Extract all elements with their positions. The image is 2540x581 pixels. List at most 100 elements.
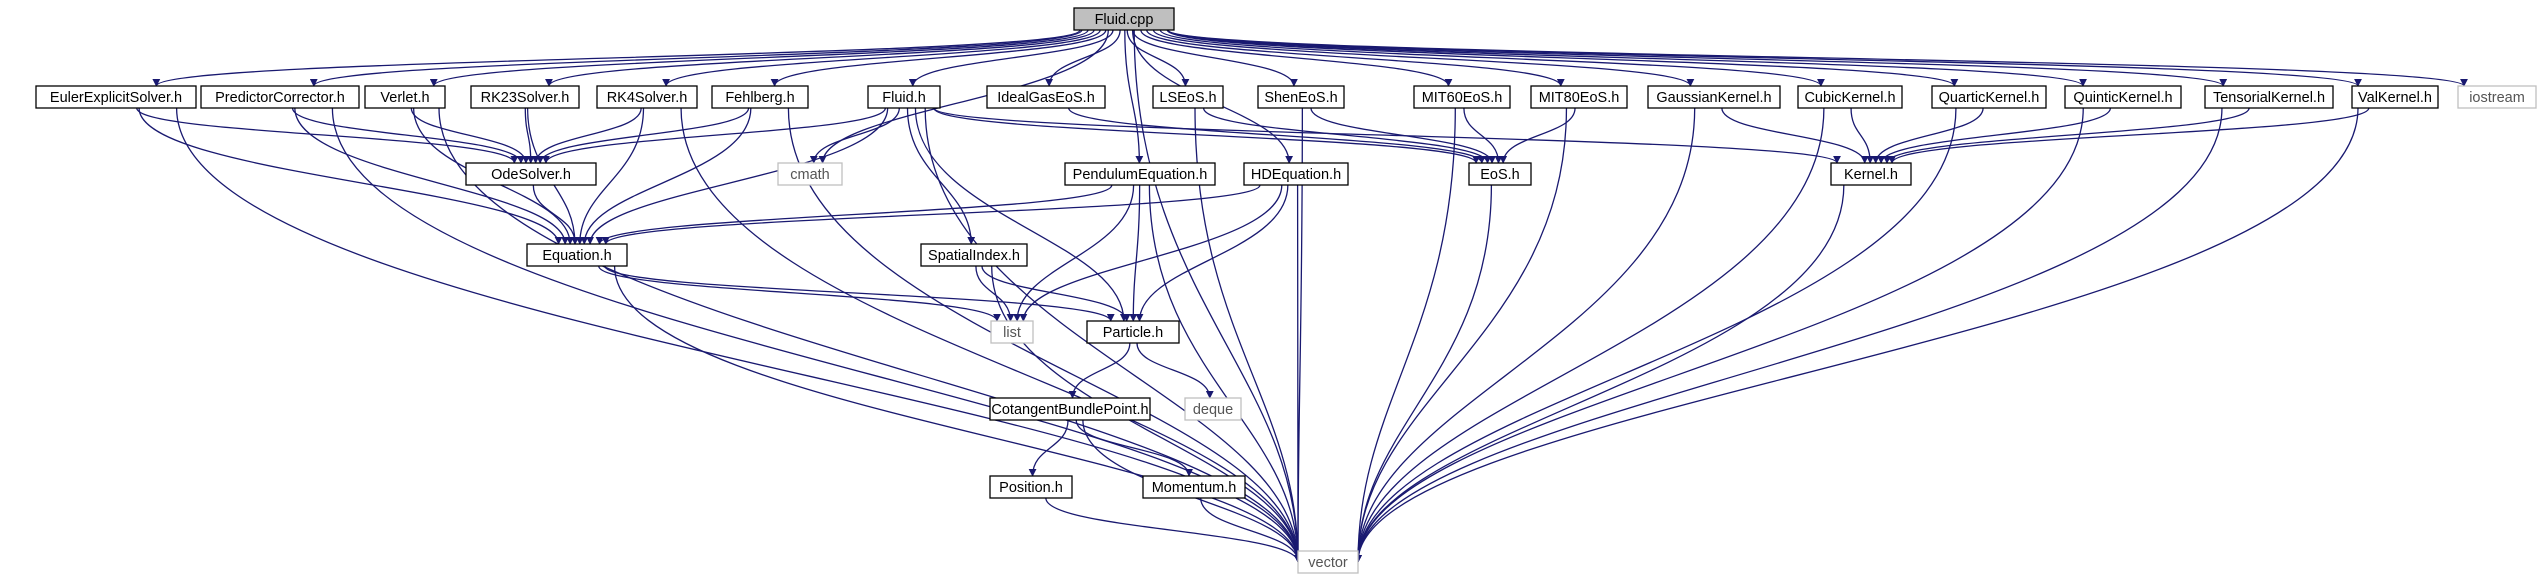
node-box-rk4solver-h <box>596 85 698 109</box>
node-gaussiankernel-h[interactable]: GaussianKernel.h <box>1647 85 1781 109</box>
node-label-position-h: Position.h <box>999 480 1063 496</box>
node-label-quintickernel-h: QuinticKernel.h <box>2073 90 2172 106</box>
node-label-lseos-h: LSEoS.h <box>1159 90 1216 106</box>
edge-tensorialkernel-h-to-vector <box>1354 107 2223 563</box>
edge-cotangentbundlepoint-h-to-position-h <box>1028 419 1069 477</box>
node-label-valkernel-h: ValKernel.h <box>2358 90 2432 106</box>
edge-eos-h-to-vector <box>1354 184 1493 563</box>
edge-mit60eos-h-to-vector <box>1354 107 1456 563</box>
node-box-sheneos-h <box>1257 85 1345 109</box>
edge-hdequation-h-to-particle-h <box>1135 184 1289 322</box>
edge-fluid-cpp-to-quartickernel-h <box>1166 29 1959 87</box>
node-odesolver-h[interactable]: OdeSolver.h <box>465 162 597 186</box>
edge-particle-h-to-cotangentbundlepoint-h <box>1068 342 1131 399</box>
node-verlet-h[interactable]: Verlet.h <box>364 85 446 109</box>
node-label-hdequation-h: HDEquation.h <box>1251 167 1341 183</box>
node-iostream: iostream <box>2457 85 2537 109</box>
edge-fluid-h-to-particle-h <box>914 107 1128 322</box>
node-box-quintickernel-h <box>2064 85 2182 109</box>
edge-fluid-cpp-to-predictorcorrector-h <box>309 29 1083 87</box>
node-label-vector: vector <box>1308 555 1348 571</box>
edge-odesolver-h-to-equation-h <box>532 184 580 245</box>
edge-fluid-h-to-eos-h <box>933 107 1481 164</box>
node-rk23solver-h[interactable]: RK23Solver.h <box>470 85 580 109</box>
edge-fluid-cpp-to-mit60eos-h <box>1140 29 1453 87</box>
node-fluid-cpp[interactable]: Fluid.cpp <box>1073 7 1175 31</box>
edge-spatialindex-h-to-list <box>975 265 1015 322</box>
node-spatialindex-h[interactable]: SpatialIndex.h <box>920 243 1028 267</box>
node-label-tensorialkernel-h: TensorialKernel.h <box>2213 90 2325 106</box>
node-kernel-h[interactable]: Kernel.h <box>1830 162 1912 186</box>
node-label-fluid-h: Fluid.h <box>882 90 926 106</box>
edge-cubickernel-h-to-kernel-h <box>1850 107 1875 164</box>
edge-spatialindex-h-to-particle-h <box>981 265 1131 322</box>
node-cotangentbundlepoint-h[interactable]: CotangentBundlePoint.h <box>989 397 1151 421</box>
node-tensorialkernel-h[interactable]: TensorialKernel.h <box>2204 85 2334 109</box>
node-idealgaseos-h[interactable]: IdealGasEoS.h <box>986 85 1106 109</box>
node-label-particle-h: Particle.h <box>1103 325 1163 341</box>
node-quartickernel-h[interactable]: QuarticKernel.h <box>1931 85 2047 109</box>
edge-fluid-cpp-to-verlet-h <box>429 29 1089 87</box>
node-pendulumequation-h[interactable]: PendulumEquation.h <box>1064 162 1216 186</box>
node-label-list: list <box>1003 325 1021 341</box>
node-fehlberg-h[interactable]: Fehlberg.h <box>711 85 809 109</box>
node-mit80eos-h[interactable]: MIT80EoS.h <box>1530 85 1628 109</box>
edge-kernel-h-to-vector <box>1354 184 1845 563</box>
node-fluid-h[interactable]: Fluid.h <box>867 85 941 109</box>
node-rk4solver-h[interactable]: RK4Solver.h <box>596 85 698 109</box>
edge-fluid-cpp-to-gaussiankernel-h <box>1152 29 1695 87</box>
node-box-fluid-cpp <box>1073 7 1175 31</box>
node-box-cmath <box>777 162 843 186</box>
node-label-pendulumequation-h: PendulumEquation.h <box>1073 167 1208 183</box>
edge-fluid-cpp-to-cmath <box>818 29 1109 164</box>
edge-fluid-h-to-equation-h <box>586 107 889 245</box>
edge-cotangentbundlepoint-h-to-momentum-h <box>1075 419 1194 477</box>
edge-eulerexplicitsolver-h-to-odesolver-h <box>136 107 519 164</box>
node-hdequation-h[interactable]: HDEquation.h <box>1243 162 1349 186</box>
node-momentum-h[interactable]: Momentum.h <box>1142 475 1246 499</box>
edge-fluid-cpp-to-sheneos-h <box>1132 29 1298 87</box>
node-label-quartickernel-h: QuarticKernel.h <box>1939 90 2040 106</box>
node-eos-h[interactable]: EoS.h <box>1468 162 1532 186</box>
node-box-mit60eos-h <box>1413 85 1511 109</box>
node-equation-h[interactable]: Equation.h <box>526 243 628 267</box>
edges-layer <box>136 29 2468 563</box>
node-box-deque <box>1184 397 1242 421</box>
edge-fluid-cpp-to-mit80eos-h <box>1146 29 1565 87</box>
edge-verlet-h-to-vector <box>438 107 1302 563</box>
edge-pendulumequation-h-to-particle-h <box>1129 184 1141 322</box>
edge-fluid-cpp-to-rk4solver-h <box>662 29 1101 87</box>
node-label-idealgaseos-h: IdealGasEoS.h <box>997 90 1095 106</box>
node-valkernel-h[interactable]: ValKernel.h <box>2351 85 2439 109</box>
node-mit60eos-h[interactable]: MIT60EoS.h <box>1413 85 1511 109</box>
edge-fluid-h-to-cmath <box>809 107 900 164</box>
edge-quartickernel-h-to-vector <box>1354 107 1957 563</box>
edge-mit80eos-h-to-vector <box>1354 107 1568 563</box>
edge-predictorcorrector-h-to-equation-h <box>294 107 570 245</box>
edge-quintickernel-h-to-kernel-h <box>1877 107 2112 164</box>
edge-eulerexplicitsolver-h-to-equation-h <box>138 107 563 245</box>
node-cubickernel-h[interactable]: CubicKernel.h <box>1797 85 1903 109</box>
node-box-iostream <box>2457 85 2537 109</box>
node-box-gaussiankernel-h <box>1647 85 1781 109</box>
node-label-eulerexplicitsolver-h: EulerExplicitSolver.h <box>50 90 182 106</box>
node-label-odesolver-h: OdeSolver.h <box>491 167 571 183</box>
node-lseos-h[interactable]: LSEoS.h <box>1152 85 1224 109</box>
node-quintickernel-h[interactable]: QuinticKernel.h <box>2064 85 2182 109</box>
edge-valkernel-h-to-kernel-h <box>1888 107 2370 164</box>
node-box-position-h <box>989 475 1073 499</box>
edge-position-h-to-vector <box>1045 497 1302 563</box>
edge-quartickernel-h-to-kernel-h <box>1871 107 1984 164</box>
edge-fluid-cpp-to-lseos-h <box>1126 29 1190 87</box>
edge-cubickernel-h-to-vector <box>1354 107 1825 563</box>
node-box-rk23solver-h <box>470 85 580 109</box>
node-box-lseos-h <box>1152 85 1224 109</box>
node-predictorcorrector-h[interactable]: PredictorCorrector.h <box>200 85 360 109</box>
node-position-h[interactable]: Position.h <box>989 475 1073 499</box>
node-sheneos-h[interactable]: ShenEoS.h <box>1257 85 1345 109</box>
node-eulerexplicitsolver-h[interactable]: EulerExplicitSolver.h <box>35 85 197 109</box>
edge-lseos-h-to-eos-h <box>1202 107 1492 164</box>
node-particle-h[interactable]: Particle.h <box>1086 320 1180 344</box>
node-label-mit60eos-h: MIT60EoS.h <box>1422 90 1503 106</box>
